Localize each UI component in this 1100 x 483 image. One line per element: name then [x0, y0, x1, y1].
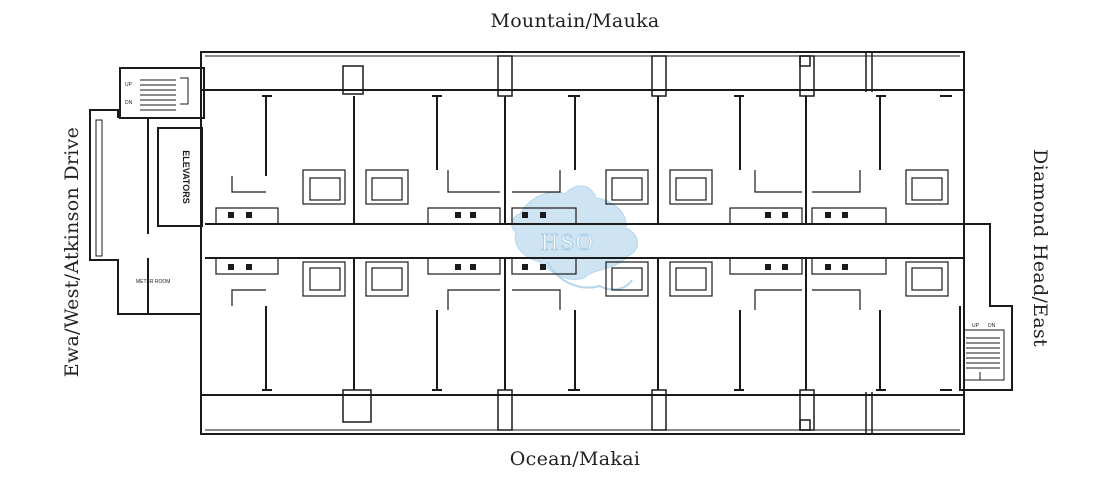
- unit-partitions: [265, 96, 881, 390]
- watermark-text: HSO: [541, 230, 595, 256]
- lanai-dividers-bottom: [342, 389, 873, 434]
- bathrooms-bottom: [215, 257, 887, 310]
- furniture-bottom: [302, 261, 949, 297]
- east-stairs: [966, 337, 1000, 381]
- east-stair-up-label: UP: [972, 323, 980, 329]
- east-wing: [959, 223, 1013, 391]
- west-wing: [89, 67, 205, 315]
- hso-watermark-logo: [511, 185, 638, 291]
- building-outline: [200, 51, 965, 435]
- west-stairs: [140, 77, 189, 111]
- bathrooms-top: [215, 170, 887, 225]
- elevators-label: ELEVATORS: [181, 150, 191, 204]
- furniture-top: [302, 169, 949, 205]
- east-stair-down-label: DN: [988, 323, 996, 329]
- wall-stubs: [262, 95, 952, 391]
- direction-label-mountain: Mountain/Mauka: [490, 10, 660, 32]
- meter-room-label: METER ROOM: [136, 279, 170, 285]
- direction-label-ocean: Ocean/Makai: [509, 448, 641, 470]
- west-stair-up-label: UP: [125, 82, 133, 88]
- fixtures: [228, 212, 848, 270]
- west-stair-down-label: DN: [125, 100, 133, 106]
